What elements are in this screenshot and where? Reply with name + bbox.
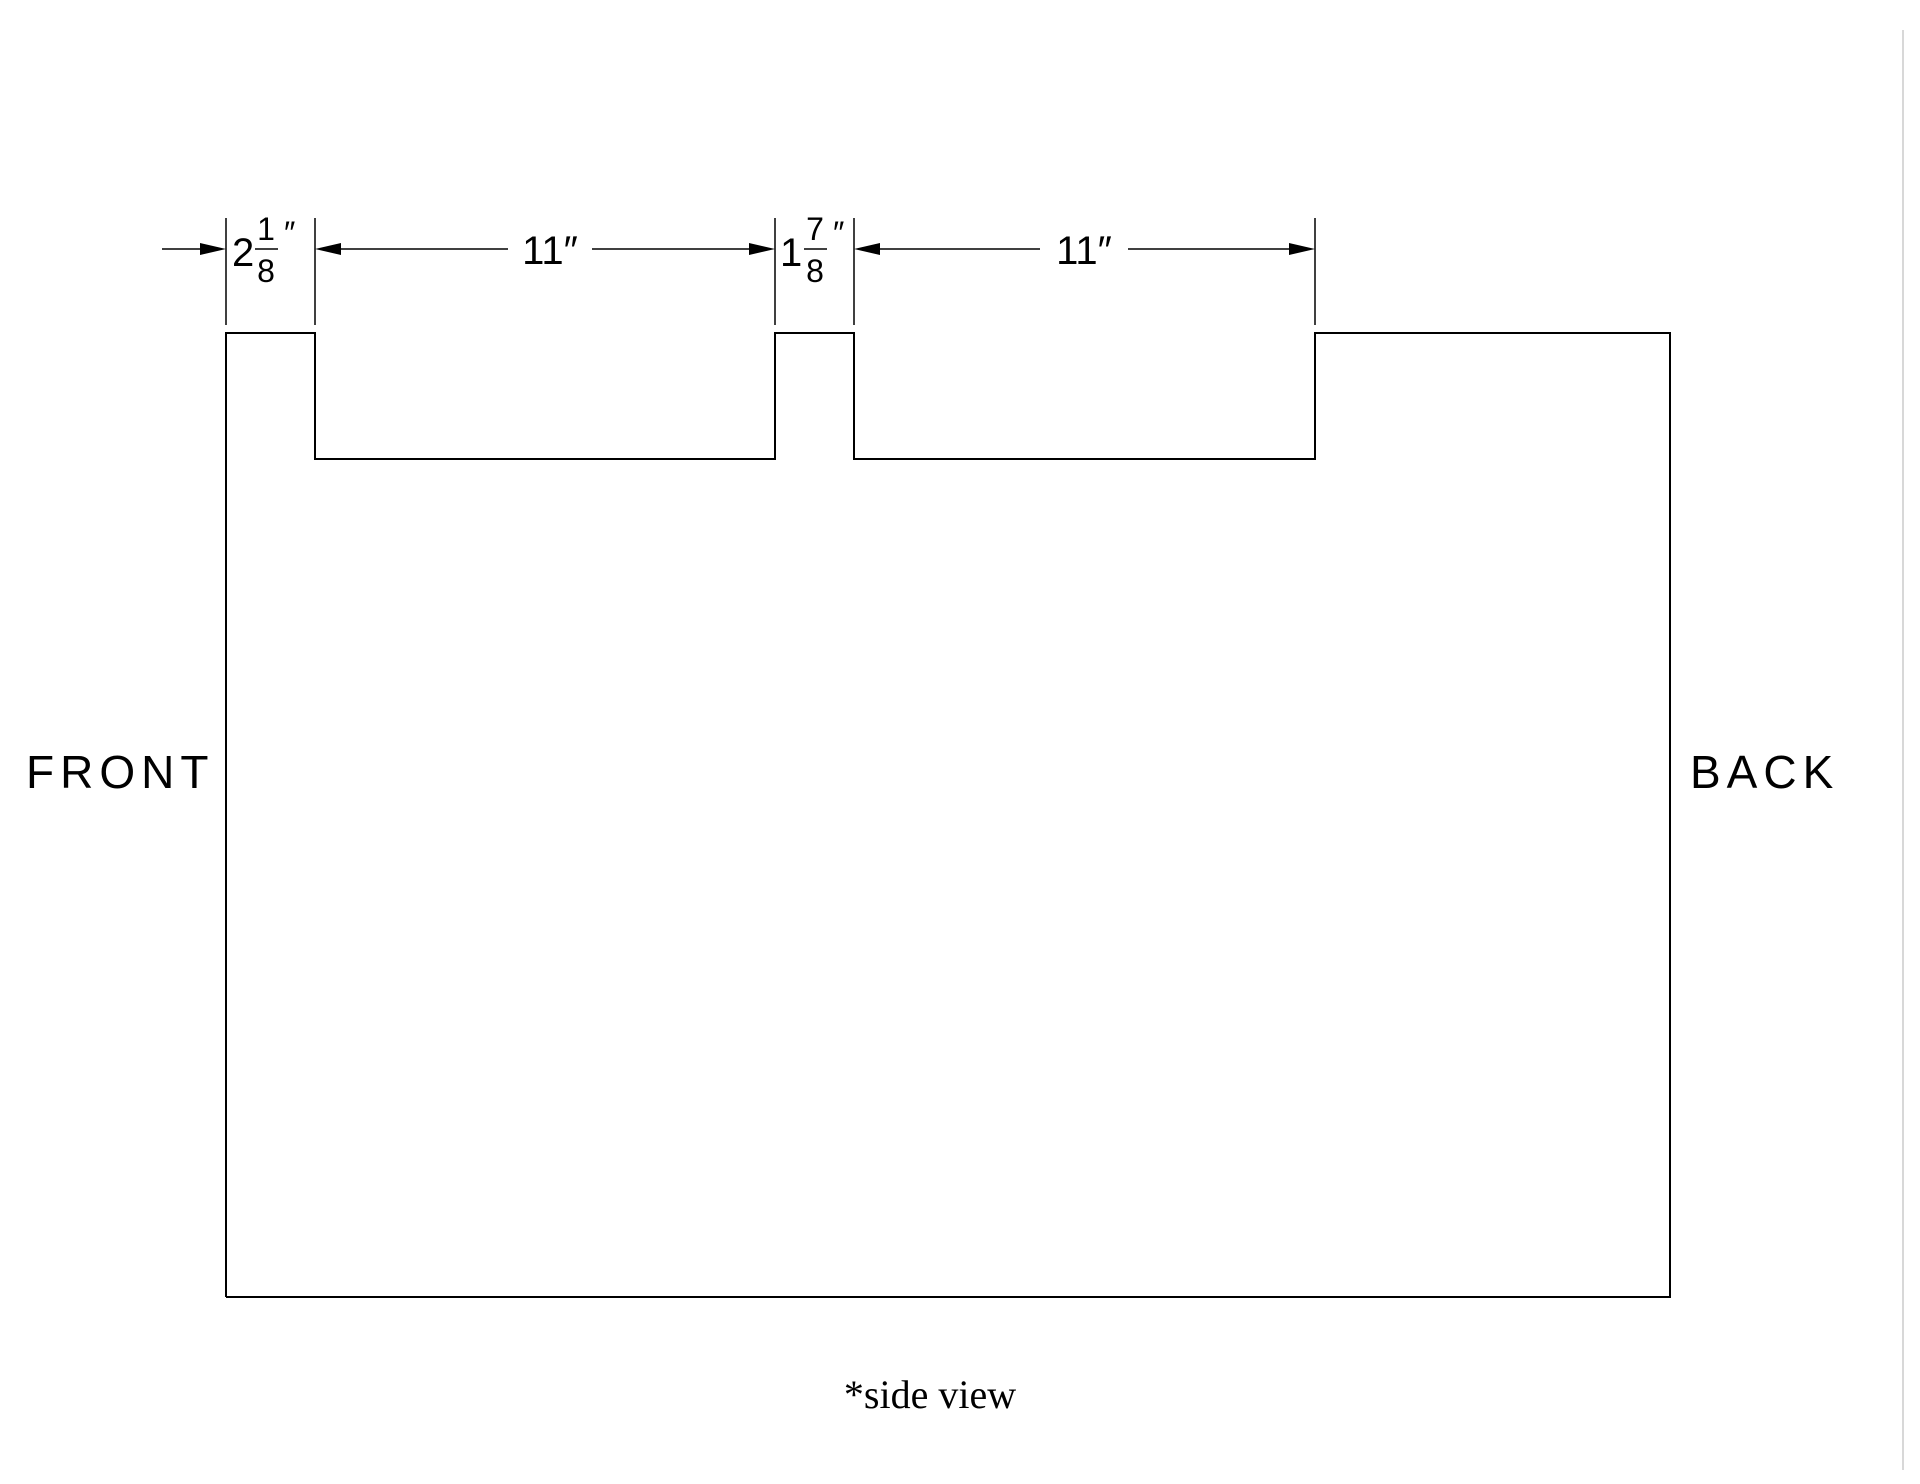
first-gap-label: 11″ (522, 229, 578, 273)
arrow-left-second-gap (854, 243, 880, 255)
back-label: BACK (1690, 746, 1839, 798)
first-notch-whole: 2 (232, 231, 254, 275)
profile-outline (225, 332, 1671, 1298)
dimension-label-second-notch: 1 7 8 ″ (780, 211, 844, 289)
dimension-label-first-notch: 2 1 8 ″ (232, 211, 295, 289)
caption: *side view (844, 1372, 1016, 1417)
second-gap-label: 11″ (1056, 229, 1112, 273)
second-notch-whole: 1 (780, 231, 802, 275)
arrow-left-first-gap (315, 243, 341, 255)
arrow-right-first-notch (200, 243, 226, 255)
first-notch-numerator: 1 (257, 211, 275, 247)
first-notch-denominator: 8 (257, 253, 275, 289)
second-notch-numerator: 7 (806, 211, 824, 247)
front-label: FRONT (26, 746, 214, 798)
arrow-right-first-gap (749, 243, 775, 255)
arrow-right-second-gap (1289, 243, 1315, 255)
second-notch-denominator: 8 (806, 253, 824, 289)
first-notch-inch-mark: ″ (284, 215, 295, 251)
second-notch-inch-mark: ″ (833, 215, 844, 251)
